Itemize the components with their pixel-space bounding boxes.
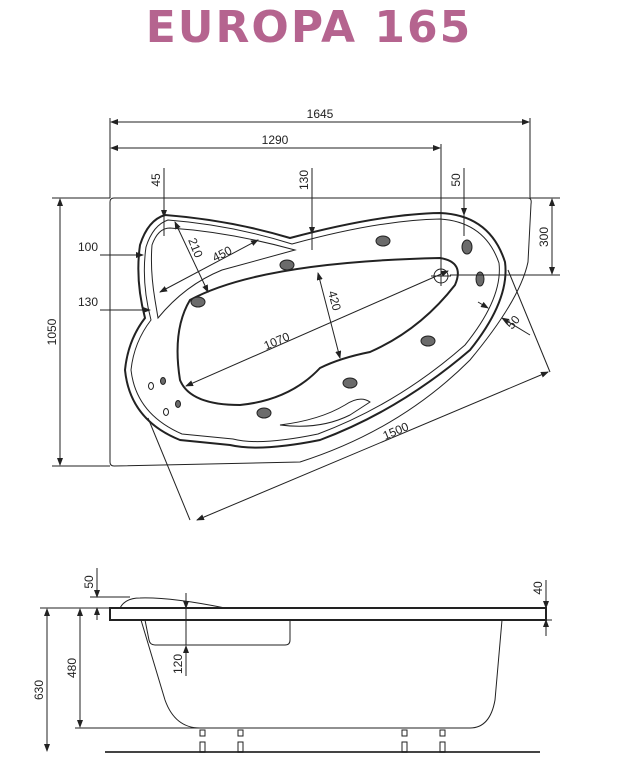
jet (256, 407, 272, 419)
dim-headrest-length: 450 (210, 243, 234, 265)
outer-rim (123, 211, 507, 449)
headrest-profile (119, 597, 226, 609)
tub-body (140, 619, 503, 729)
jet (342, 377, 358, 389)
air-jet (160, 377, 166, 385)
jet (190, 296, 206, 308)
dim-drain-offset-length: 1290 (262, 133, 289, 147)
jet (279, 259, 295, 271)
side-view: 630 480 50 40 120 (32, 568, 552, 753)
dim-drain-offset-width: 300 (537, 227, 551, 247)
top-view: 1645 1290 1050 300 45 130 50 100 130 210… (45, 107, 560, 521)
dim-diagonal-length: 1500 (381, 419, 411, 442)
dim-headrest-height: 50 (82, 575, 96, 589)
dim-seat-depth: 120 (171, 654, 185, 674)
tub-outline (109, 197, 532, 467)
dim-notch-offset: 130 (297, 170, 311, 190)
jets (148, 235, 485, 419)
dim-headrest-offset: 45 (149, 173, 163, 187)
dim-basin-width: 420 (325, 289, 344, 312)
dim-overall-width: 1050 (45, 318, 59, 345)
dim-headrest-depth: 210 (185, 236, 206, 260)
jet (375, 235, 391, 247)
dim-basin-length: 1070 (262, 329, 292, 352)
dim-tub-height: 480 (65, 658, 79, 678)
seat-step (279, 398, 371, 427)
air-jet (163, 408, 169, 416)
dim-total-height: 630 (32, 680, 46, 700)
headrest-recess (150, 227, 297, 320)
dim-right-rim-offset: 50 (449, 173, 463, 187)
product-title: EUROPA 165 (145, 2, 473, 53)
legs (199, 729, 446, 753)
air-jet (148, 382, 154, 390)
seat (144, 619, 291, 646)
air-jet (175, 400, 181, 408)
dim-left-rim-top: 100 (78, 240, 98, 254)
inner-rim (130, 218, 500, 443)
dim-overall-length: 1645 (307, 107, 334, 121)
jet (420, 335, 436, 347)
jet (461, 239, 473, 255)
jet (475, 271, 485, 287)
rim (109, 607, 547, 621)
dim-rim-thickness: 40 (531, 581, 545, 595)
dim-left-rim-bottom: 130 (78, 295, 98, 309)
